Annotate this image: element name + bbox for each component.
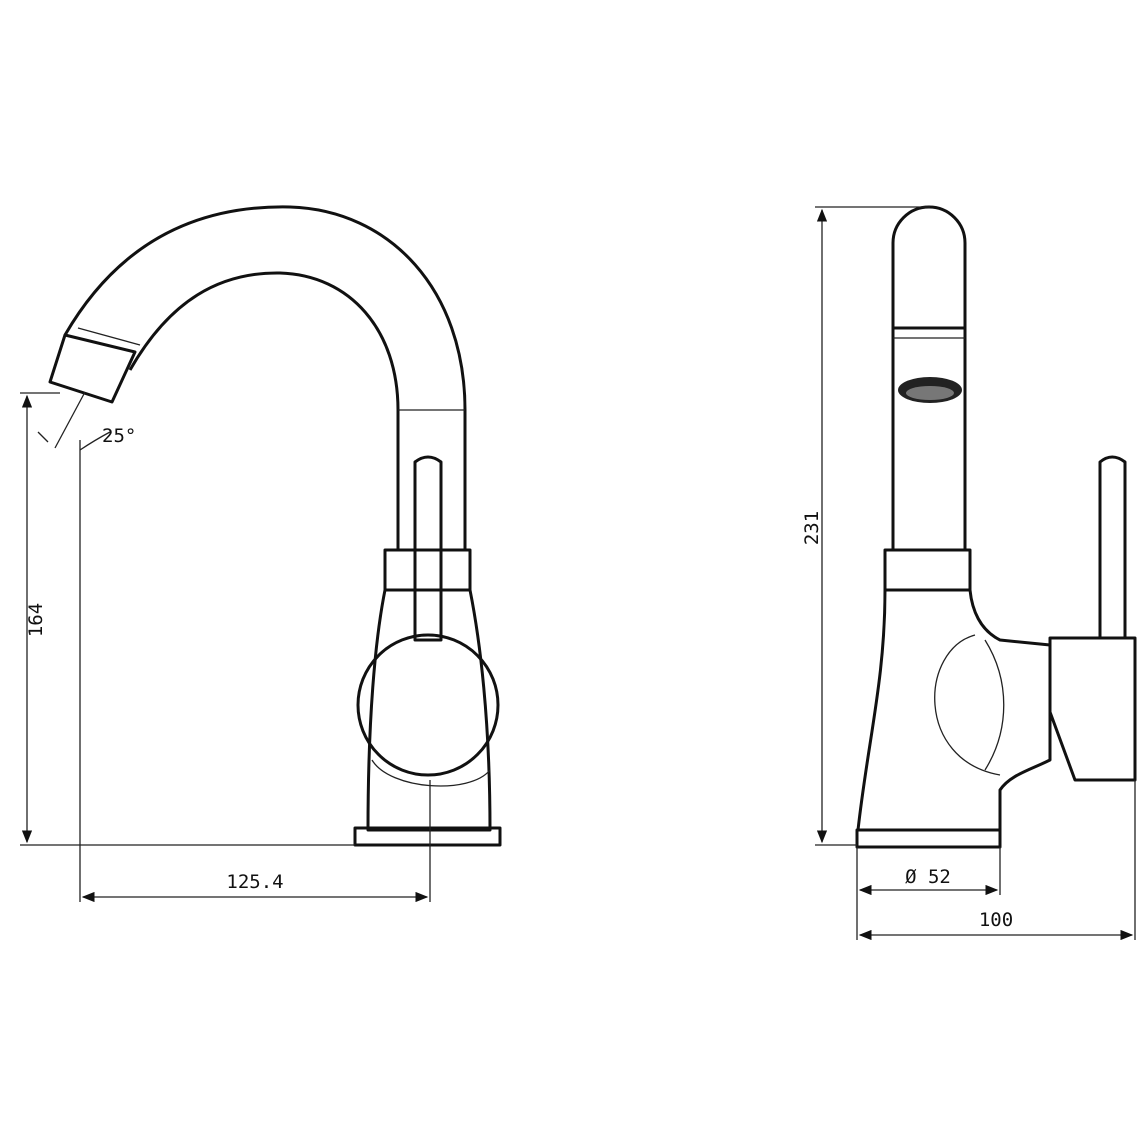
height-label: 231 [801, 511, 823, 545]
height-label: 164 [25, 603, 47, 637]
front-view: 164 125.4 25° [20, 205, 502, 903]
depth-label: 100 [979, 909, 1013, 931]
aerator-line [77, 327, 141, 346]
spout-tip [48, 333, 137, 404]
angle-line [54, 391, 86, 449]
base-plate [353, 826, 502, 847]
lever [1098, 455, 1127, 640]
reach-label: 125.4 [226, 871, 283, 893]
base-plate [855, 828, 1002, 849]
angle-label: 25° [102, 425, 136, 447]
lever [413, 455, 443, 642]
angle-arc [79, 431, 111, 451]
body [856, 588, 1052, 832]
handle-block [1048, 636, 1137, 782]
body-curve [934, 634, 1001, 776]
side-view: 231 Ø 52 100 [801, 205, 1137, 941]
angle-tick [37, 431, 49, 443]
body [366, 588, 492, 832]
collar-band [883, 548, 972, 592]
spout-inner [128, 271, 400, 550]
collar-band [383, 548, 472, 592]
spout-outer [63, 205, 467, 550]
base-diameter-label: Ø 52 [905, 866, 951, 888]
handle-knob [356, 633, 500, 777]
body-curve [984, 639, 1005, 771]
